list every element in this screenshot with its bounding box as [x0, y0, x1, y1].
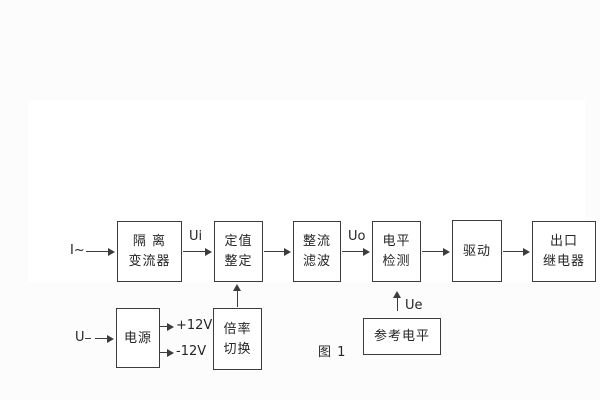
isolation-transformer-block: 隔 离 变流器 [117, 221, 182, 282]
setting-text-line2: 整定 [224, 254, 253, 269]
diagram-canvas: I~ U Ui Uo Ue 隔 离 变流器 定值 整定 整流 滤波 电平 检测 [28, 100, 596, 370]
ratio-switch-text-line1: 倍率 [223, 321, 252, 337]
uo-signal-label: Uo [348, 229, 366, 244]
isolation-to-setting-arrow [183, 247, 212, 256]
setting-text-line1: 定值 [224, 234, 253, 249]
plus12v-arrow [160, 322, 174, 331]
output-relay-block: 出口 继电器 [532, 221, 596, 282]
power-supply-text: 电源 [123, 330, 152, 346]
isolation-transformer-text-line2: 变流器 [128, 254, 171, 269]
input-current-label: I~ [70, 243, 85, 258]
minus12v-label: -12V [176, 344, 207, 359]
level-detection-block: 电平 检测 [372, 221, 421, 282]
ratio-to-setting-arrow [233, 284, 241, 307]
rectifier-filter-block: 整流 滤波 [293, 221, 341, 282]
minus12v-arrow [160, 348, 174, 357]
rectifier-filter-text-line2: 滤波 [302, 254, 331, 269]
input-current-arrow [86, 247, 115, 256]
drive-text: 驱动 [462, 243, 491, 259]
input-voltage-arrow [95, 334, 114, 343]
ratio-switch-block: 倍率 切换 [213, 308, 262, 370]
power-supply-block: 电源 [116, 308, 160, 368]
plus12v-label: +12V [176, 318, 213, 333]
input-voltage-dash [85, 338, 91, 339]
level-detection-text-line1: 电平 [382, 234, 411, 249]
drive-to-relay-arrow [503, 247, 530, 256]
drive-block: 驱动 [452, 220, 502, 282]
output-relay-text-line2: 继电器 [542, 254, 585, 269]
rectifier-filter-text-line1: 整流 [302, 234, 331, 249]
ui-signal-label: Ui [189, 229, 203, 244]
output-relay-text-line1: 出口 [549, 234, 578, 249]
rectifier-to-level-arrow [342, 247, 370, 256]
input-voltage-label: U [75, 330, 85, 345]
setting-to-rectifier-arrow [264, 247, 291, 256]
ue-signal-label: Ue [405, 298, 423, 313]
reference-level-text: 参考电平 [373, 329, 430, 344]
figure-caption: 图 1 [318, 345, 347, 360]
reference-level-block: 参考电平 [363, 318, 441, 355]
level-detection-text-line2: 检测 [382, 254, 411, 269]
level-to-drive-arrow [422, 247, 450, 256]
reference-to-level-arrow [393, 291, 401, 311]
setting-block: 定值 整定 [214, 221, 263, 282]
isolation-transformer-text-line1: 隔 离 [132, 234, 167, 249]
ratio-switch-text-line2: 切换 [223, 341, 252, 357]
